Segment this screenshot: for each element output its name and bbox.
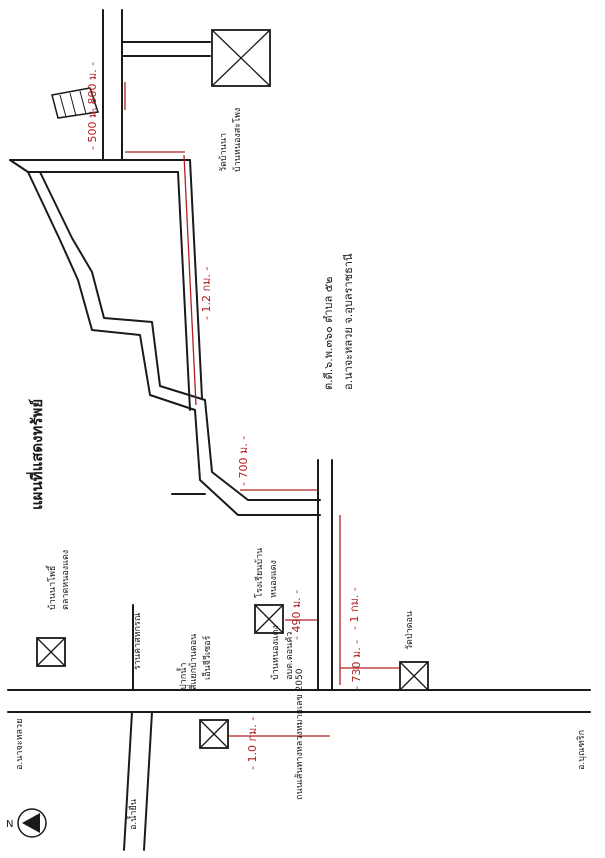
descent-road-outer bbox=[194, 409, 321, 516]
label-road-bottom-end: อ.น้ำยืน bbox=[126, 799, 139, 830]
parcel-hatch bbox=[79, 90, 87, 115]
box-top-temple bbox=[211, 29, 271, 87]
label-shop: ร้านค้าสหกรณ์ bbox=[131, 613, 143, 670]
south-road-left-edge bbox=[123, 711, 133, 851]
dist-small-left: - 490 ม. - bbox=[290, 590, 303, 640]
compass-north-label: N bbox=[6, 819, 13, 830]
descent-road-inner bbox=[204, 399, 321, 501]
winding-road-inner bbox=[39, 171, 206, 401]
label-road-name: ถนนเส้นทางหลวงหมายเลข 2050 bbox=[294, 668, 305, 800]
dist-bottom: - 1.0 กม. - bbox=[246, 717, 259, 770]
label-road-right-end: อ.บุณฑริก bbox=[576, 730, 587, 770]
dist-mid: - 700 ม. - bbox=[237, 436, 250, 486]
south-road-right-edge bbox=[143, 711, 153, 851]
dist-top-right: - 800 ม. - bbox=[86, 62, 99, 112]
property-parcel-marker bbox=[51, 87, 99, 119]
label-shop-sub: เอ็นจีวีเซอร์ bbox=[200, 635, 213, 680]
property-line-1: ต.ดี.๖.พ.๓๖๐ ตำบล ๕๒ bbox=[322, 277, 335, 390]
top-road-join bbox=[9, 159, 29, 173]
compass-icon: N bbox=[6, 808, 47, 838]
property-line-2: อ.นาจะหลวย จ.อุบลราชธานี bbox=[342, 253, 355, 390]
dist-long: - 1.2 กม. - bbox=[200, 267, 213, 320]
label-village-right-sub: อบต.ดอนคัว bbox=[285, 632, 295, 680]
dist-small-right: - 730 ม. - bbox=[350, 640, 363, 690]
label-village-right: บ้านหนองแดง bbox=[270, 625, 281, 680]
label-temple-right: วัดป่าดอน bbox=[405, 611, 415, 650]
label-top-box-sub: บ้านหนองสะโพง bbox=[232, 108, 243, 172]
box-bottom-junction bbox=[199, 719, 229, 749]
dist-top-left: - 500 ม. - bbox=[86, 100, 99, 150]
connector-left bbox=[177, 171, 191, 411]
label-junction: สี่แยกบ้านดอน bbox=[186, 634, 199, 690]
label-left-box: บ้านนาโพธิ์ bbox=[45, 564, 58, 610]
box-school bbox=[254, 604, 284, 634]
label-junction-sub: ปากน้ำ bbox=[176, 663, 189, 690]
winding-road-outer bbox=[27, 171, 196, 411]
connector-right bbox=[189, 159, 203, 399]
label-left-box-sub: ตลาดหนองแดง bbox=[61, 550, 71, 610]
label-top-box: วัดบ้านนา bbox=[218, 133, 229, 172]
dim-line-long bbox=[183, 154, 197, 406]
dist-right: - 1 กม. - bbox=[348, 587, 361, 630]
label-school: โรงเรียนบ้าน bbox=[254, 548, 265, 598]
map-title: แผนที่แสดงทรัพย์ bbox=[26, 399, 46, 510]
parcel-hatch bbox=[59, 94, 67, 118]
parcel-hatch bbox=[69, 92, 77, 117]
box-right-village bbox=[399, 661, 429, 691]
label-school-sub: หนองแดง bbox=[269, 560, 279, 598]
box-left-village bbox=[36, 637, 66, 667]
label-road-left-end: อ.นาจะหลวย bbox=[15, 719, 25, 770]
